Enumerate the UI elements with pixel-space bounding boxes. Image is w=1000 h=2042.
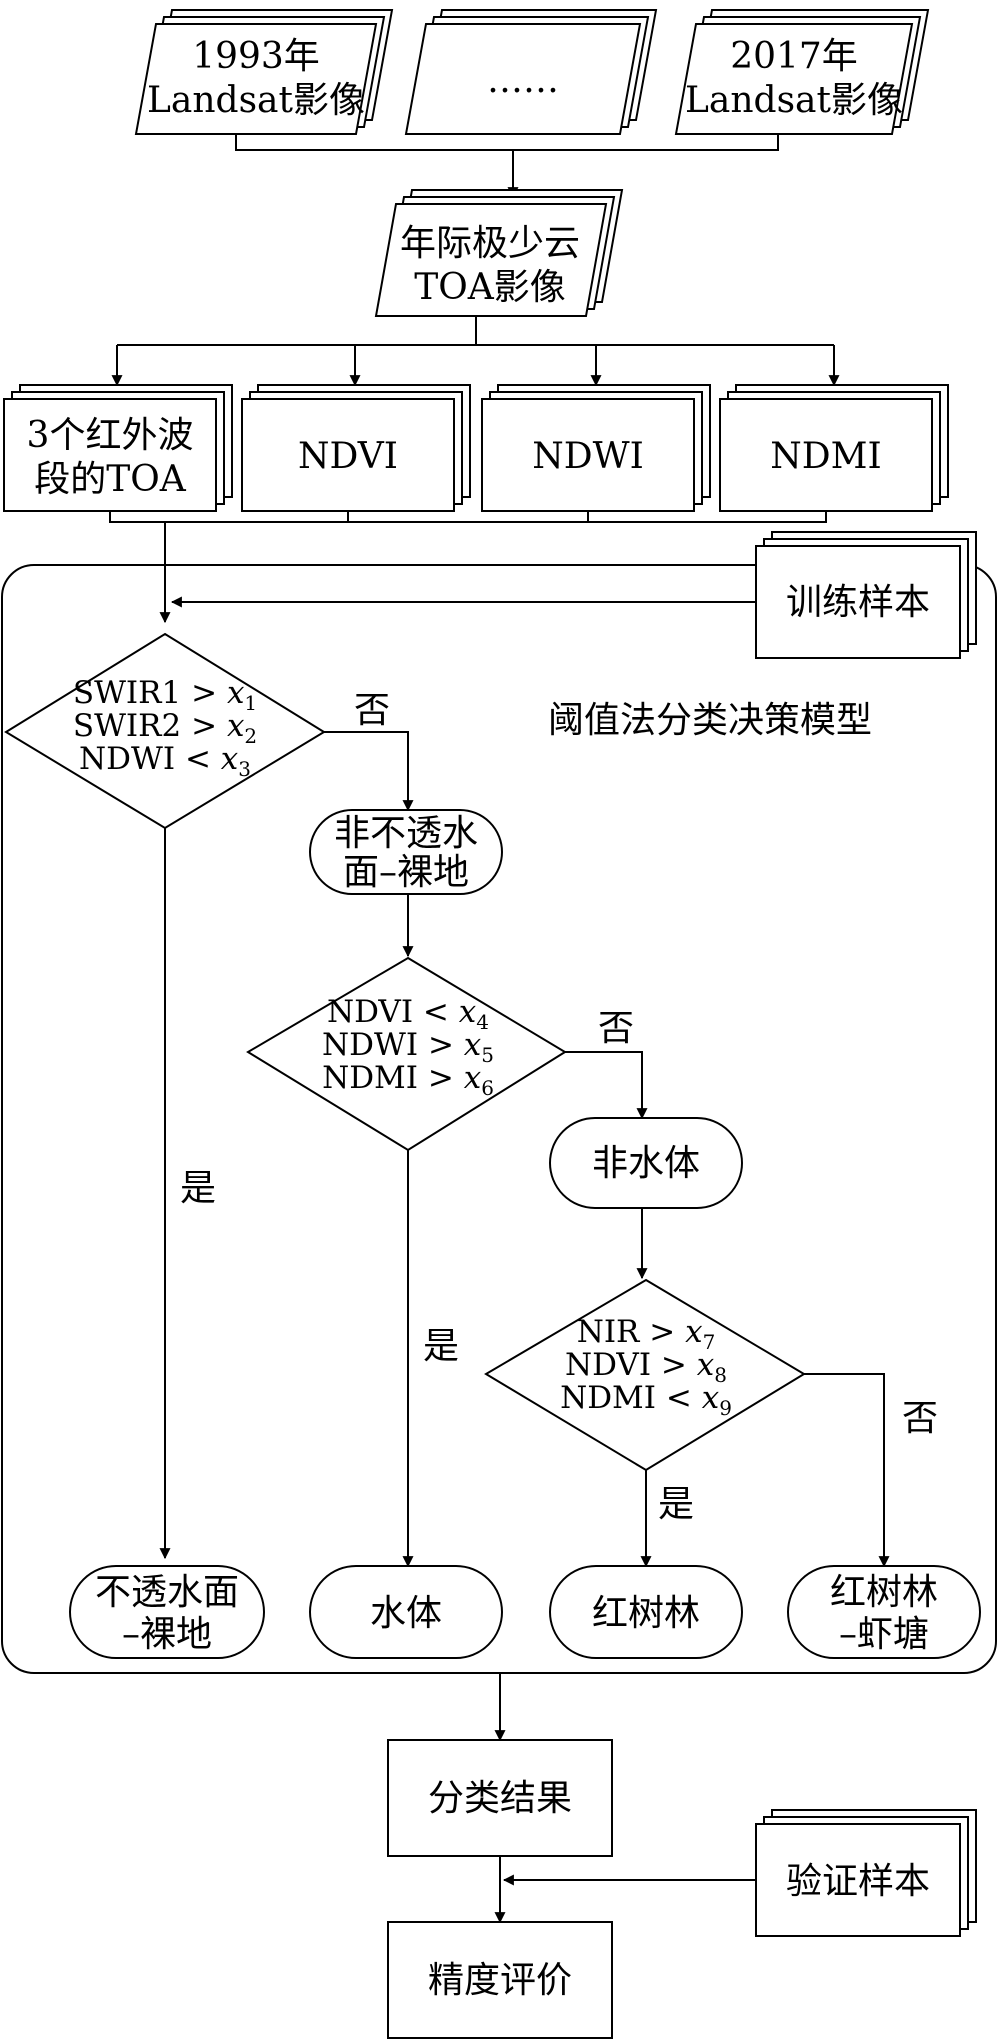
feature-ndwi: NDWI — [481, 384, 711, 512]
non-impervious-line-1: 非不透水 — [334, 813, 478, 854]
connector-inputs-to-toa — [235, 134, 779, 199]
decision-3-yes-label: 是 — [658, 1484, 694, 1525]
result-pond-line-2: –虾塘 — [839, 1614, 929, 1655]
feature-ndmi-label: NDMI — [770, 436, 881, 477]
input-2017-year: 2017年 — [730, 36, 858, 77]
toa-image-stack: 年际极少云 TOA影像 — [374, 189, 624, 317]
decision-3-cond-2: NDVI > x8 — [565, 1347, 727, 1387]
decision-1-cond-2: SWIR2 > x2 — [73, 708, 257, 748]
result-mangrove-pond: 红树林 –虾塘 — [787, 1565, 981, 1659]
input-image-middle: …… — [404, 9, 658, 135]
result-mangrove-label: 红树林 — [592, 1593, 700, 1634]
feature-ndmi: NDMI — [719, 384, 949, 512]
input-1993-year: 1993年 — [192, 36, 320, 77]
feature-infrared-toa: 3个红外波 段的TOA — [3, 384, 233, 512]
result-mangrove: 红树林 — [549, 1565, 743, 1659]
decision-3: NIR > x7 NDVI > x8 NDMI < x9 — [484, 1278, 806, 1472]
decision-1-cond-1: SWIR1 > x1 — [73, 675, 257, 715]
connector-decision-2-no — [565, 1051, 648, 1120]
decision-2-cond-2: NDWI > x5 — [322, 1027, 494, 1067]
decision-2-yes-label: 是 — [423, 1326, 459, 1367]
classification-result-label: 分类结果 — [428, 1778, 572, 1819]
input-ellipsis: …… — [487, 60, 559, 101]
decision-3-no-label: 否 — [902, 1398, 938, 1439]
connector-features-to-model — [109, 511, 827, 624]
non-impervious-node: 非不透水 面–裸地 — [309, 809, 503, 895]
non-water-label: 非水体 — [592, 1143, 700, 1184]
result-water: 水体 — [309, 1565, 503, 1659]
feature-ndwi-label: NDWI — [532, 436, 644, 477]
decision-1-yes-label: 是 — [180, 1168, 216, 1209]
decision-3-cond-3: NDMI < x9 — [560, 1380, 732, 1420]
training-samples: 训练样本 — [755, 531, 977, 659]
non-impervious-line-2: 面–裸地 — [343, 852, 469, 893]
result-impervious-line-2: –裸地 — [122, 1614, 212, 1655]
decision-1: SWIR1 > x1 SWIR2 > x2 NDWI < x3 — [4, 632, 326, 830]
toa-line-1: 年际极少云 — [400, 223, 580, 264]
connector-decision-1-no — [324, 731, 414, 812]
non-water-node: 非水体 — [549, 1117, 743, 1209]
classification-result-node: 分类结果 — [387, 1739, 613, 1857]
training-samples-label: 训练样本 — [786, 582, 930, 623]
connector-decision-3-no — [804, 1373, 890, 1568]
input-2017-label: Landsat影像 — [685, 80, 903, 121]
validation-samples: 验证样本 — [755, 1809, 977, 1937]
connector-toa-to-features — [111, 316, 840, 387]
accuracy-assessment-label: 精度评价 — [428, 1960, 572, 2001]
decision-1-no-label: 否 — [354, 690, 390, 731]
decision-2-cond-1: NDVI < x4 — [327, 994, 489, 1034]
feature-infrared-line-2: 段的TOA — [34, 459, 187, 500]
decision-3-cond-1: NIR > x7 — [577, 1314, 716, 1354]
result-water-label: 水体 — [370, 1593, 442, 1634]
feature-infrared-line-1: 3个红外波 — [27, 415, 194, 456]
toa-line-2: TOA影像 — [414, 267, 566, 308]
validation-samples-label: 验证样本 — [786, 1861, 930, 1902]
decision-2: NDVI < x4 NDWI > x5 NDMI > x6 — [246, 956, 567, 1152]
model-title: 阈值法分类决策模型 — [548, 700, 872, 741]
decision-1-cond-3: NDWI < x3 — [79, 741, 251, 781]
input-image-2017: 2017年 Landsat影像 — [674, 9, 930, 135]
result-pond-line-1: 红树林 — [830, 1572, 938, 1613]
result-impervious: 不透水面 –裸地 — [69, 1565, 265, 1659]
feature-ndvi-label: NDVI — [298, 436, 398, 477]
input-1993-label: Landsat影像 — [147, 80, 365, 121]
decision-2-no-label: 否 — [598, 1008, 634, 1049]
feature-ndvi: NDVI — [241, 384, 471, 512]
decision-2-cond-3: NDMI > x6 — [322, 1060, 494, 1100]
input-image-1993: 1993年 Landsat影像 — [134, 9, 394, 135]
result-impervious-line-1: 不透水面 — [95, 1572, 239, 1613]
accuracy-assessment-node: 精度评价 — [387, 1921, 613, 2039]
